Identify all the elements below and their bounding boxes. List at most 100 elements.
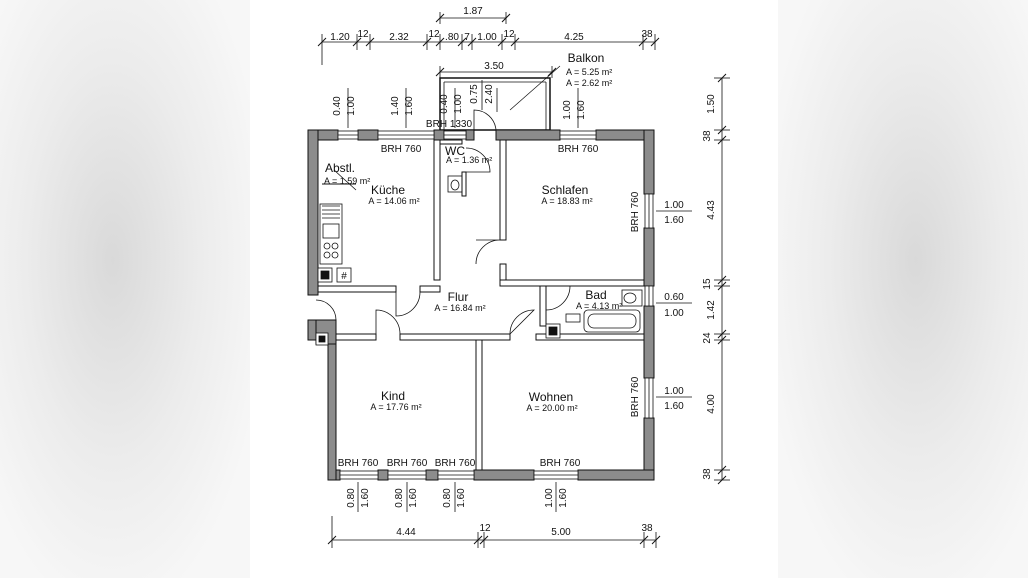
area-wohnen: A = 20.00 m²	[526, 403, 577, 413]
balcony	[439, 65, 561, 131]
dim-right-6: 24	[702, 332, 713, 344]
win-h-4a: 0.75	[469, 84, 480, 104]
window-openings	[337, 130, 654, 480]
area-flur: A = 16.84 m²	[434, 303, 485, 313]
win-right-bad-b: 1.00	[664, 308, 684, 319]
win-b2-b: 1.60	[408, 488, 419, 508]
floor-plan-drawing: 1.87 1.20 12 2.32 12 .80 7 1.00 12 4.25 …	[307, 6, 730, 548]
room-label-wc: WC	[445, 144, 465, 158]
dim-bottom-1: 4.44	[396, 527, 416, 538]
dim-right-5: 1.42	[706, 300, 717, 320]
dim-balcony-width: 3.50	[484, 61, 504, 72]
right-window-dim-lines	[656, 210, 692, 398]
room-label-flur: Flur	[448, 290, 469, 304]
brh-bottom-2: BRH 760	[387, 458, 428, 469]
area-schlafen: A = 18.83 m²	[541, 196, 592, 206]
dim-right-8: 38	[702, 468, 713, 480]
dim-top-4: 12	[428, 29, 440, 40]
dim-top-7: 1.00	[477, 32, 497, 43]
brh-wc: BRH 1330	[426, 119, 473, 130]
shafts	[315, 323, 561, 346]
brh-bottom-1: BRH 760	[338, 458, 379, 469]
area-wc: A = 1.36 m²	[446, 155, 492, 165]
dim-top-1: 1.20	[330, 32, 350, 43]
brh-schlafen-right: BRH 760	[630, 191, 641, 232]
win-h-4b: 2.40	[484, 84, 495, 104]
dim-right-4: 15	[702, 278, 713, 290]
win-b3-a: 0.80	[442, 488, 453, 508]
brh-bottom-3: BRH 760	[435, 458, 476, 469]
dim-right-3: 4.43	[706, 200, 717, 220]
right-dimension-lines	[714, 77, 730, 481]
outer-walls	[307, 129, 655, 481]
area-bad: A = 4.13 m²	[576, 301, 622, 311]
area-balkon-1: A = 5.25 m²	[566, 67, 612, 77]
win-right-schlafen-a: 1.00	[664, 200, 684, 211]
dim-top-5: .80	[445, 32, 459, 43]
top-tick-slashes	[317, 13, 660, 77]
kitchen-counter	[319, 203, 343, 265]
room-label-balkon: Balkon	[568, 51, 605, 65]
right-tick-slashes	[717, 73, 727, 485]
brh-kitchen: BRH 760	[381, 144, 422, 155]
room-label-abstl: Abstl.	[325, 161, 355, 175]
win-right-bad-a: 0.60	[664, 292, 684, 303]
win-h-1a: 0.40	[332, 96, 343, 116]
bottom-window-height-lines	[357, 482, 557, 512]
door-swings	[315, 109, 571, 335]
win-h-5b: 1.60	[576, 100, 587, 120]
room-label-kind: Kind	[381, 389, 405, 403]
dim-top-8: 12	[503, 29, 515, 40]
dim-top-2: 12	[357, 29, 369, 40]
dim-overall-top: 1.87	[463, 6, 483, 17]
dim-top-9: 4.25	[564, 32, 584, 43]
dim-right-1: 1.50	[706, 94, 717, 114]
bad-fixtures	[565, 289, 643, 323]
room-label-wohnen: Wohnen	[529, 390, 573, 404]
dim-top-3: 2.32	[389, 32, 409, 43]
blurred-background-right	[778, 0, 1028, 578]
room-label-kueche: Küche	[371, 183, 405, 197]
win-b1-a: 0.80	[346, 488, 357, 508]
win-h-3b: 1.00	[453, 94, 464, 114]
win-h-2a: 1.40	[390, 96, 401, 116]
area-kind: A = 17.76 m²	[370, 402, 421, 412]
win-right-wohnen-a: 1.00	[664, 386, 684, 397]
room-label-bad: Bad	[585, 288, 606, 302]
bathtub	[583, 309, 641, 333]
blurred-background-left	[0, 0, 250, 578]
dim-bottom-4: 38	[641, 523, 653, 534]
dim-top-6: 7	[464, 32, 470, 43]
bottom-tick-slashes	[327, 535, 661, 545]
dim-right-7: 4.00	[706, 394, 717, 414]
floor-plan-panel: 1.87 1.20 12 2.32 12 .80 7 1.00 12 4.25 …	[250, 0, 778, 578]
brh-schlafen-top: BRH 760	[558, 144, 599, 155]
win-h-2b: 1.60	[404, 96, 415, 116]
win-h-5a: 1.00	[562, 100, 573, 120]
win-b1-b: 1.60	[360, 488, 371, 508]
dim-bottom-2: 12	[479, 523, 491, 534]
brh-wohnen-right: BRH 760	[630, 376, 641, 417]
wc-fixtures	[447, 175, 463, 193]
win-b3-b: 1.60	[456, 488, 467, 508]
win-h-3a: 0.40	[439, 94, 450, 114]
dim-bottom-3: 5.00	[551, 527, 571, 538]
win-b2-a: 0.80	[394, 488, 405, 508]
kitchen-chimney-shafts	[317, 267, 352, 283]
dim-top-10: 38	[641, 29, 653, 40]
dim-right-2: 38	[702, 130, 713, 142]
area-kueche: A = 14.06 m²	[368, 196, 419, 206]
win-right-wohnen-b: 1.60	[664, 401, 684, 412]
hash-symbol: #	[341, 271, 347, 282]
room-label-schlafen: Schlafen	[542, 183, 589, 197]
interior-walls	[317, 139, 645, 471]
win-b4-a: 1.00	[544, 488, 555, 508]
bottom-dimension-lines	[331, 516, 657, 548]
win-h-1b: 1.00	[346, 96, 357, 116]
area-balkon-2: A = 2.62 m²	[566, 78, 612, 88]
win-b4-b: 1.60	[558, 488, 569, 508]
area-abstl: A = 1.59 m²	[324, 176, 370, 186]
brh-bottom-4: BRH 760	[540, 458, 581, 469]
win-right-schlafen-b: 1.60	[664, 215, 684, 226]
